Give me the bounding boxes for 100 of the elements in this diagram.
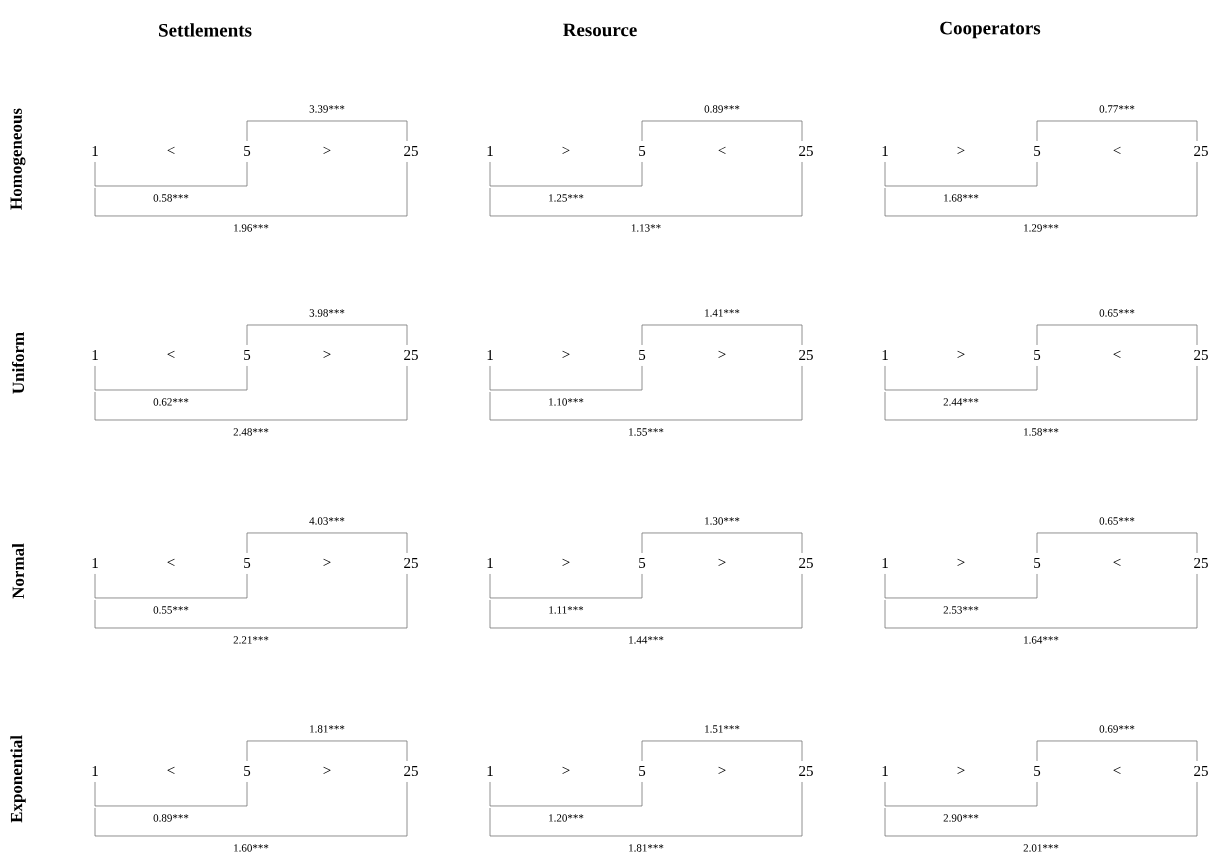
- value-label: 1.13**: [631, 224, 661, 232]
- level-number: 1: [882, 146, 888, 156]
- level-number: 5: [244, 558, 251, 568]
- value-label: 1.44***: [629, 636, 664, 644]
- value-label: 1.25***: [547, 193, 585, 203]
- value-label: 4.03***: [309, 517, 345, 525]
- value-label: 1.96***: [234, 224, 269, 232]
- value-label: 1.11***: [547, 605, 585, 615]
- level-number: 25: [799, 557, 813, 568]
- level-number: 5: [639, 766, 646, 776]
- value-label: 0.77***: [1099, 105, 1135, 113]
- level-number: 5: [244, 350, 251, 360]
- value-label: 1.81***: [310, 725, 345, 733]
- column-heading: Settlements: [159, 23, 252, 37]
- value-label: 1.58***: [1024, 428, 1059, 436]
- operator: <: [167, 558, 175, 566]
- value-label: 1.20***: [547, 813, 585, 823]
- level-number: 25: [1194, 557, 1208, 568]
- value-label: 0.89***: [704, 105, 740, 113]
- value-label: 2.21***: [233, 636, 269, 644]
- value-label: 1.64***: [1024, 636, 1059, 644]
- operator: <: [167, 146, 175, 154]
- operator: >: [957, 350, 965, 358]
- level-number: 5: [244, 146, 251, 156]
- column-heading: Cooperators: [940, 21, 1041, 39]
- row-heading: Homogeneous: [10, 108, 26, 210]
- value-label: 0.58***: [152, 193, 190, 203]
- level-number: 25: [404, 765, 418, 776]
- value-label: 0.89***: [152, 813, 190, 823]
- column-heading: Resource: [563, 23, 637, 37]
- row-heading: Normal: [12, 543, 24, 599]
- operator: >: [718, 766, 726, 774]
- operator: <: [1113, 558, 1121, 566]
- value-label: 2.90***: [942, 813, 980, 823]
- operator: >: [323, 146, 331, 154]
- value-label: 1.55***: [629, 428, 664, 436]
- operator: >: [323, 350, 331, 358]
- value-label: 1.51***: [705, 725, 740, 733]
- level-number: 1: [882, 558, 888, 568]
- level-number: 25: [1194, 145, 1208, 156]
- operator: >: [718, 558, 726, 566]
- level-number: 25: [1194, 765, 1208, 776]
- value-label: 1.10***: [547, 397, 585, 407]
- level-number: 1: [882, 766, 888, 776]
- level-number: 1: [487, 350, 493, 360]
- level-number: 1: [92, 558, 98, 568]
- level-number: 1: [487, 766, 493, 776]
- value-label: 2.01***: [1023, 844, 1059, 852]
- value-label: 1.68***: [942, 193, 980, 203]
- value-label: 2.44***: [942, 397, 980, 407]
- operator: >: [562, 146, 570, 154]
- level-number: 1: [92, 350, 98, 360]
- level-number: 1: [92, 146, 98, 156]
- level-number: 1: [882, 350, 888, 360]
- value-label: 3.98***: [309, 309, 345, 317]
- operator: >: [957, 766, 965, 774]
- level-number: 5: [1034, 350, 1041, 360]
- level-number: 5: [639, 558, 646, 568]
- operator: >: [718, 350, 726, 358]
- value-label: 2.53***: [942, 605, 980, 615]
- level-number: 1: [487, 146, 493, 156]
- level-number: 5: [1034, 766, 1041, 776]
- operator: <: [167, 766, 175, 774]
- value-label: 3.39***: [309, 105, 345, 113]
- operator: >: [957, 146, 965, 154]
- value-label: 1.41***: [705, 309, 740, 317]
- level-number: 5: [639, 350, 646, 360]
- row-heading: Exponential: [10, 735, 26, 823]
- level-number: 25: [1194, 349, 1208, 360]
- value-label: 1.81***: [629, 844, 664, 852]
- operator: >: [323, 558, 331, 566]
- operator: <: [1113, 350, 1121, 358]
- value-label: 2.48***: [233, 428, 269, 436]
- value-label: 1.30***: [705, 517, 740, 525]
- level-number: 5: [1034, 146, 1041, 156]
- level-number: 5: [244, 766, 251, 776]
- operator: >: [957, 558, 965, 566]
- value-label: 0.55***: [152, 605, 190, 615]
- level-number: 25: [404, 557, 418, 568]
- value-label: 0.69***: [1099, 725, 1135, 733]
- level-number: 25: [799, 145, 813, 156]
- level-number: 5: [639, 146, 646, 156]
- operator: >: [562, 766, 570, 774]
- level-number: 25: [404, 145, 418, 156]
- operator: <: [167, 350, 175, 358]
- value-label: 1.60***: [234, 844, 269, 852]
- row-heading: Uniform: [11, 332, 25, 394]
- level-number: 5: [1034, 558, 1041, 568]
- level-number: 1: [487, 558, 493, 568]
- operator: >: [323, 766, 331, 774]
- operator: <: [1113, 766, 1121, 774]
- value-label: 0.62***: [152, 397, 190, 407]
- value-label: 0.65***: [1099, 517, 1135, 525]
- level-number: 25: [799, 349, 813, 360]
- operator: >: [562, 558, 570, 566]
- value-label: 0.65***: [1099, 309, 1135, 317]
- operator: >: [562, 350, 570, 358]
- level-number: 25: [404, 349, 418, 360]
- level-number: 1: [92, 766, 98, 776]
- operator: <: [1113, 146, 1121, 154]
